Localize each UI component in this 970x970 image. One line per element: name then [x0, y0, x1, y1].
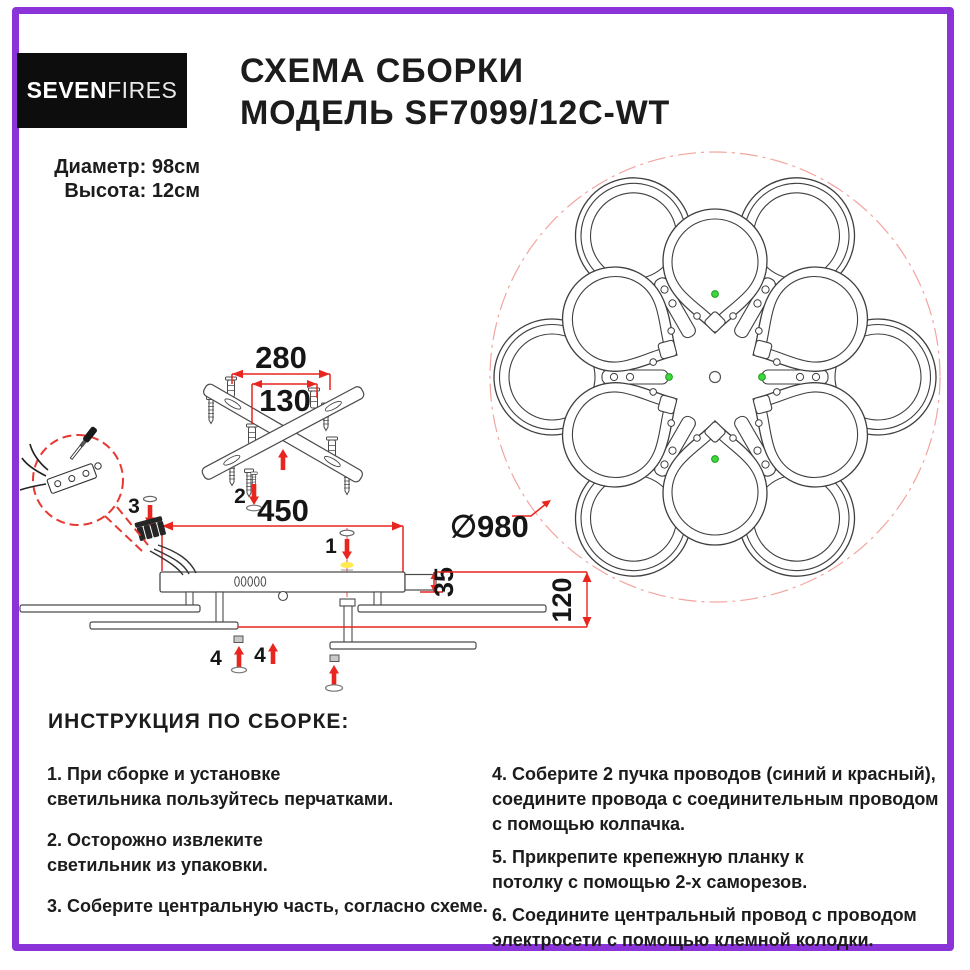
spec-height: Высота: 12см — [64, 180, 200, 202]
instructions-heading: ИНСТРУКЦИЯ ПО СБОРКЕ: — [48, 710, 350, 733]
instruction-step-4: 4. Соберите 2 пучка проводов (синий и кр… — [492, 764, 939, 834]
terminal-block-icon — [46, 463, 97, 494]
logo-text-fires: FIRES — [107, 77, 178, 103]
dim-label-130: 130 — [259, 383, 311, 418]
green-connector-dot — [711, 455, 719, 463]
vent-holes — [234, 576, 267, 587]
diameter-leader-line — [512, 502, 548, 517]
dim-35 — [420, 572, 443, 593]
fixture-body-stub — [404, 573, 437, 591]
title-line-2: МОДЕЛЬ SF7099/12C-WT — [240, 94, 671, 132]
ring-arms — [19, 604, 547, 650]
title-line-1: СХЕМА СБОРКИ — [240, 52, 524, 90]
mounting-bracket-view: 280 130 2 — [201, 340, 365, 512]
bracket-slat-b — [201, 386, 365, 480]
dim-130 — [251, 380, 318, 424]
washer — [324, 684, 344, 692]
washer — [245, 504, 263, 512]
dim-label-450: 450 — [257, 493, 309, 528]
instruction-step-5: 5. Прикрепите крепежную планку к потолку… — [492, 847, 808, 892]
dim-label-diameter: ∅980 — [450, 509, 529, 544]
side-view: 450 1 — [19, 426, 592, 692]
instruction-step-1: 1. При сборке и установке светильника по… — [47, 764, 394, 809]
instructions-left-column: 1. При сборке и установке светильника по… — [47, 762, 488, 935]
step-marker-1: 1 — [325, 535, 337, 558]
diameter-leader-arrowhead — [541, 500, 551, 508]
center-hub — [708, 370, 722, 384]
instruction-step-3: 3. Соберите центральную часть, согласно … — [47, 896, 488, 916]
screwdriver-icon — [69, 426, 97, 461]
led-highlight — [340, 562, 354, 568]
wire-connector — [134, 516, 166, 541]
balloon-wires — [19, 443, 49, 491]
step-marker-2: 2 — [234, 485, 246, 508]
green-connector-dot — [758, 373, 766, 381]
step-marker-4b: 4 — [254, 644, 266, 667]
instruction-step-6: 6. Соедините центральный провод с провод… — [492, 905, 917, 950]
screw-head — [233, 635, 244, 643]
wing-screw — [339, 529, 355, 537]
green-connector-dot — [711, 290, 719, 298]
overall-diameter-dash-circle — [489, 151, 941, 603]
dim-label-280: 280 — [255, 340, 307, 375]
green-connector-dot — [665, 373, 673, 381]
dim-120 — [238, 571, 592, 628]
screw-head — [329, 654, 340, 662]
page-title: СХЕМА СБОРКИ МОДЕЛЬ SF7099/12C-WT — [240, 50, 670, 134]
instruction-step-2: 2. Осторожно извлеките светильник из упа… — [47, 830, 268, 875]
balloon-screw-head — [94, 462, 102, 470]
body-knob — [277, 590, 289, 602]
spec-diameter: Диаметр: 98см — [54, 156, 200, 178]
wing-screw — [142, 495, 158, 503]
dim-280 — [231, 369, 331, 390]
wires — [149, 544, 197, 576]
top-view-pattern: ∅980 — [450, 151, 941, 603]
step-marker-3: 3 — [128, 495, 140, 518]
spec-block: Диаметр: 98см Высота: 12см — [20, 155, 200, 203]
logo-text-seven: SEVEN — [26, 77, 108, 103]
instructions-right-column: 4. Соберите 2 пучка проводов (синий и кр… — [492, 762, 938, 961]
washer — [230, 666, 248, 674]
detail-balloon — [19, 426, 149, 552]
dim-label-120: 120 — [547, 577, 577, 622]
step-marker-4a: 4 — [210, 647, 222, 670]
